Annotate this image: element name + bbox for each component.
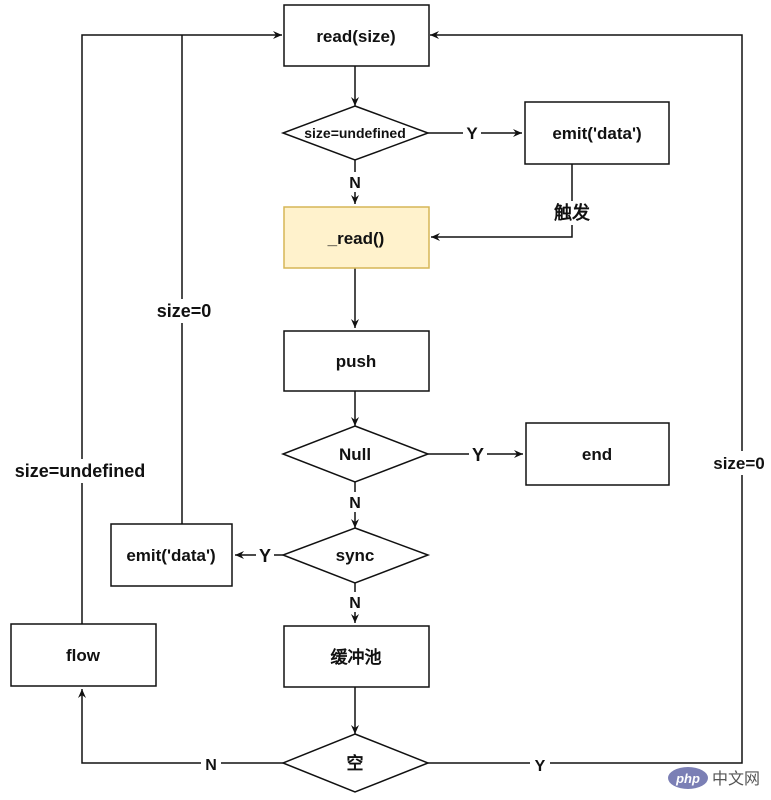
node-flow-label: flow [66,646,101,665]
node-emit-data-top: emit('data') [524,101,670,165]
decision-null: Null [280,425,431,483]
decision-empty: 空 [280,733,431,793]
decision-size-undefined: size=undefined [280,105,431,161]
label-null-no: N [349,495,361,512]
label-size-decision-yes: Y [466,124,478,143]
decision-empty-label: 空 [347,753,364,773]
watermark: php 中文网 [668,767,760,789]
node-flow: flow [10,623,157,687]
decision-null-label: Null [339,445,371,464]
label-null-yes: Y [472,445,484,465]
node-buffer-pool: 缓冲池 [283,625,430,688]
node-read-size-label: read(size) [316,27,395,46]
label-empty-no: N [205,757,217,774]
label-sync-no: N [349,595,361,612]
node-push: push [283,330,430,392]
edge-flow-to-read [81,31,282,624]
label-left-size-zero: size=0 [157,301,212,321]
node-read-size: read(size) [283,4,430,67]
edge-labels: Y N 触发 Y N Y N N Y size=0 size=undefined… [7,122,771,775]
label-sync-yes: Y [259,546,271,566]
edge-empty-yes [428,31,743,764]
label-right-size-zero: size=0 [713,454,765,473]
edge-trigger [431,164,573,241]
decision-sync-label: sync [336,546,375,565]
node-read-internal-label: _read() [327,229,385,248]
label-empty-yes: Y [535,758,546,775]
php-logo-icon [668,767,708,789]
node-end-label: end [582,445,612,464]
watermark-logo-text: php [675,771,700,786]
decision-size-undefined-label: size=undefined [304,125,406,141]
watermark-site-text: 中文网 [712,770,760,788]
node-read-internal: _read() [283,206,430,269]
node-buffer-pool-label: 缓冲池 [331,647,382,667]
node-emit-data-left-label: emit('data') [126,546,215,565]
label-far-left-size-undefined: size=undefined [15,461,146,481]
node-emit-data-top-label: emit('data') [552,124,641,143]
label-size-decision-no: N [349,175,361,192]
node-emit-data-left: emit('data') [110,523,233,587]
edge-empty-no [78,689,283,764]
node-push-label: push [336,352,377,371]
decision-sync: sync [280,527,431,584]
node-end: end [525,422,670,486]
label-trigger: 触发 [554,202,591,223]
